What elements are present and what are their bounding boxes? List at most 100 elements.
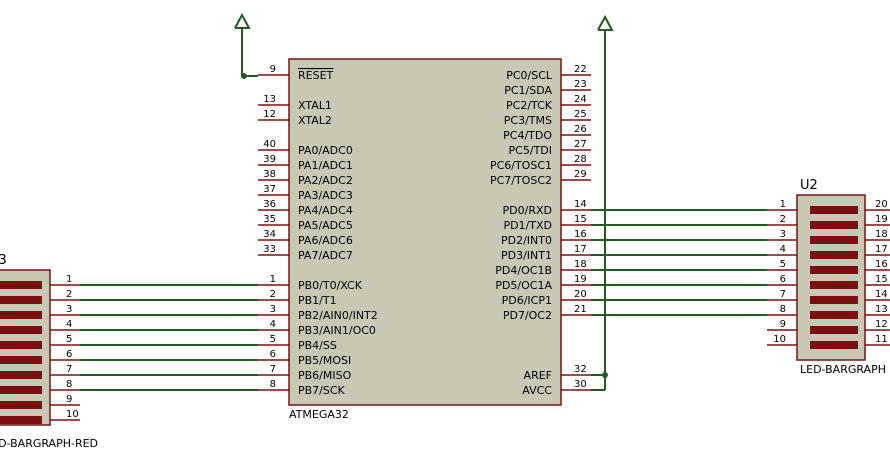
mcu-pin-number: 22 (574, 64, 587, 75)
mcu-pin-number: 18 (574, 259, 587, 270)
u2-pin-number: 16 (875, 259, 888, 270)
mcu-pin-name: AREF (524, 369, 552, 382)
mcu-pin-name: PD2/INT0 (501, 234, 552, 247)
mcu-pin-number: 32 (574, 364, 587, 375)
mcu-pin-name: PC5/TDI (509, 144, 552, 157)
mcu-pin-number: 19 (574, 274, 587, 285)
mcu-pin-number: 38 (263, 169, 276, 180)
mcu-pin-number: 27 (574, 139, 587, 150)
u2-pin-number: 5 (780, 259, 786, 270)
mcu-pin-name: PB3/AIN1/OC0 (298, 324, 376, 337)
mcu-pin-name: PC6/TOSC1 (490, 159, 552, 172)
u2-led-segment (810, 266, 858, 274)
mcu-pin-name: PD3/INT1 (501, 249, 552, 262)
u3-pin-number: 7 (66, 364, 72, 375)
u2-led-segment (810, 236, 858, 244)
mcu-pin-number: 21 (574, 304, 587, 315)
mcu-pin-name: PC4/TDO (503, 129, 552, 142)
u3-led-segment (0, 341, 42, 349)
u3-pin-number: 1 (66, 274, 72, 285)
bus-wires (80, 209, 767, 391)
mcu-pin-name: RESET (298, 69, 334, 82)
mcu-pin-name: XTAL2 (298, 114, 332, 127)
mcu-pin-number: 7 (270, 364, 276, 375)
u2-pin-number: 13 (875, 304, 888, 315)
mcu-pin-name: XTAL1 (298, 99, 332, 112)
u3-pin-number: 10 (66, 409, 79, 420)
u2-pin-number: 10 (773, 334, 786, 345)
mcu-pin-number: 37 (263, 184, 276, 195)
u2-body (796, 194, 866, 361)
mcu-pin-name: PB6/MISO (298, 369, 352, 382)
mcu-pin-number: 16 (574, 229, 587, 240)
u2-pin-number: 2 (780, 214, 786, 225)
mcu-pin-number: 40 (263, 139, 276, 150)
mcu-pin-name: PC3/TMS (504, 114, 552, 127)
u2-led-segment (810, 296, 858, 304)
mcu-pin-name: PD5/OC1A (495, 279, 552, 292)
u2-pin-number: 14 (875, 289, 888, 300)
u2-pin-number: 20 (875, 199, 888, 210)
u2-pin-number: 15 (875, 274, 888, 285)
mcu-pin-number: 34 (263, 229, 276, 240)
mcu-pin-number: 5 (270, 334, 276, 345)
mcu-pin-name: AVCC (522, 384, 552, 397)
mcu-part-label: ATMEGA32 (289, 408, 349, 421)
u2-pin-number: 17 (875, 244, 888, 255)
u2-pin-number: 11 (875, 334, 888, 345)
mcu-pin-number: 15 (574, 214, 587, 225)
u2-led-segment (810, 206, 858, 214)
u3-part-label: LED-BARGRAPH-RED (0, 437, 98, 450)
u3-pin-number: 9 (66, 394, 72, 405)
mcu-pin-name: PD7/OC2 (503, 309, 552, 322)
u3-led-segment (0, 416, 42, 424)
u2-pin-number: 7 (780, 289, 786, 300)
mcu-pin-number: 12 (263, 109, 276, 120)
mcu-pin-number: 3 (270, 304, 276, 315)
u2-ref-label: U2 (800, 178, 818, 193)
u2-led-segment (810, 326, 858, 334)
mcu-pin-number: 2 (270, 289, 276, 300)
u3-pin-number: 5 (66, 334, 72, 345)
junction-aref (602, 372, 608, 378)
mcu-pin-number: 24 (574, 94, 587, 105)
u3-led-segment (0, 401, 42, 409)
mcu-pin-number: 26 (574, 124, 587, 135)
mcu-pin-name: PC7/TOSC2 (490, 174, 552, 187)
mcu-pin-number: 14 (574, 199, 587, 210)
u2-part-label: LED-BARGRAPH (800, 363, 886, 376)
u3-pin-number: 6 (66, 349, 72, 360)
mcu-pin-number: 29 (574, 169, 587, 180)
u3-led-segment (0, 371, 42, 379)
u2-pin-number: 8 (780, 304, 786, 315)
mcu-body (288, 58, 562, 406)
mcu-pin-number: 33 (263, 244, 276, 255)
mcu-pin-number: 1 (270, 274, 276, 285)
u2-led-segment (810, 311, 858, 319)
mcu-pin-name: PA2/ADC2 (298, 174, 353, 187)
mcu-pin-name: PA7/ADC7 (298, 249, 353, 262)
mcu-pin-number: 36 (263, 199, 276, 210)
mcu-pin-name: PA1/ADC1 (298, 159, 353, 172)
u3-led-segment (0, 311, 42, 319)
u3-pin-number: 3 (66, 304, 72, 315)
u3-led-segment (0, 326, 42, 334)
mcu-pin-name: PA3/ADC3 (298, 189, 353, 202)
mcu-pin-name: PD6/ICP1 (502, 294, 552, 307)
mcu-right-pins: 22PC0/SCL23PC1/SDA24PC2/TCK25PC3/TMS26PC… (490, 64, 591, 397)
mcu-pin-number: 4 (270, 319, 276, 330)
mcu-pin-name: PB4/SS (298, 339, 337, 352)
u2-pin-number: 3 (780, 229, 786, 240)
mcu-pin-name: PA6/ADC6 (298, 234, 353, 247)
u3-pin-number: 4 (66, 319, 72, 330)
u2-pin-number: 6 (780, 274, 786, 285)
mcu-pin-name: PC2/TCK (506, 99, 553, 112)
mcu-pin-name: PA5/ADC5 (298, 219, 353, 232)
junction-reset (241, 73, 247, 79)
u2-led-segment (810, 251, 858, 259)
